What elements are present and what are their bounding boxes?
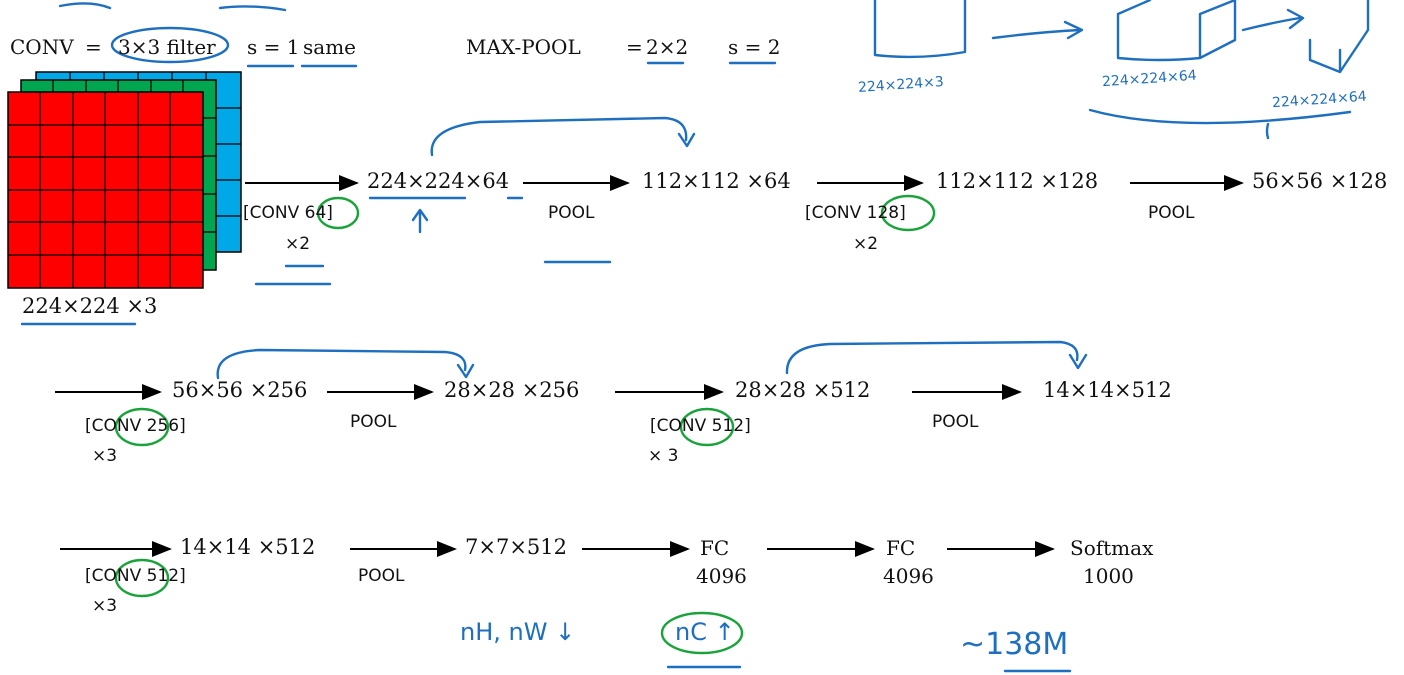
circle-conv512-r3 [114, 558, 170, 598]
r1-pool-1: POOL [548, 203, 595, 223]
r2-conv512: [CONV 512] [650, 416, 751, 436]
r3-conv512-repeat: ×3 [92, 596, 118, 616]
note-channels-grow: nC ↑ [675, 618, 735, 646]
r1-node-2: 112×112 ×64 [642, 169, 791, 193]
r2-conv256: [CONV 256] [85, 416, 186, 436]
r1-node-3: 112×112 ×128 [936, 169, 1099, 193]
r2-node-1: 56×56 ×256 [172, 378, 308, 402]
circle-nc [660, 611, 744, 655]
maxpool-equals: = [626, 35, 643, 59]
circle-conv256 [114, 407, 170, 447]
r3-fc-1-size: 4096 [696, 564, 747, 588]
r1-node-1: 224×224×64 [367, 169, 510, 193]
note-param-count: ~138M [960, 627, 1069, 662]
input-dims: 224×224 ×3 [22, 294, 158, 318]
r3-pool: POOL [358, 566, 405, 586]
r1-conv128-repeat: ×2 [853, 234, 879, 254]
conv-label: CONV [10, 35, 74, 59]
r3-fc-2: FC [886, 536, 916, 560]
volume-sketch [873, 0, 1370, 140]
skip-curve-r2a [216, 348, 475, 380]
r1-conv128: [CONV 128] [805, 203, 906, 223]
r2-node-3: 28×28 ×512 [735, 378, 871, 402]
r3-fc-1: FC [700, 536, 730, 560]
r2-node-4: 14×14×512 [1043, 378, 1172, 402]
maxpool-stride: s = 2 [728, 35, 781, 59]
circle-conv128 [880, 194, 936, 232]
r3-softmax-size: 1000 [1083, 564, 1134, 588]
r3-node-2: 7×7×512 [465, 535, 567, 559]
r3-fc-2-size: 4096 [883, 564, 934, 588]
r2-conv512-repeat: × 3 [648, 446, 679, 466]
r1-node-4: 56×56 ×128 [1252, 169, 1388, 193]
conv-stride: s = 1 [247, 35, 300, 59]
maxpool-label: MAX-POOL [466, 35, 581, 59]
skip-curve-r2b [785, 340, 1088, 375]
conv-equals: = [85, 35, 102, 59]
conv-padding: same [303, 35, 356, 59]
filter-circle [110, 26, 230, 64]
r3-softmax: Softmax [1070, 536, 1154, 560]
top-scribble [58, 2, 287, 12]
maxpool-size: 2×2 [646, 35, 689, 59]
r3-node-1: 14×14 ×512 [180, 535, 316, 559]
up-arrow-224 [411, 208, 429, 234]
circle-conv512-r2 [679, 407, 735, 447]
r1-conv64: [CONV 64] [243, 203, 333, 223]
r2-conv256-repeat: ×3 [92, 446, 118, 466]
r3-conv512: [CONV 512] [85, 566, 186, 586]
note-spatial-shrinks: nH, nW ↓ [460, 618, 576, 646]
conv-filter: 3×3 filter [118, 35, 216, 59]
r2-pool-1: POOL [350, 412, 397, 432]
r2-node-2: 28×28 ×256 [444, 378, 580, 402]
r2-pool-2: POOL [932, 412, 979, 432]
r1-pool-2: POOL [1148, 203, 1195, 223]
circle-conv64 [316, 196, 360, 230]
input-volume-red-layer [7, 91, 204, 289]
r1-conv64-repeat: ×2 [285, 234, 311, 254]
skip-curve-r1 [430, 116, 696, 157]
